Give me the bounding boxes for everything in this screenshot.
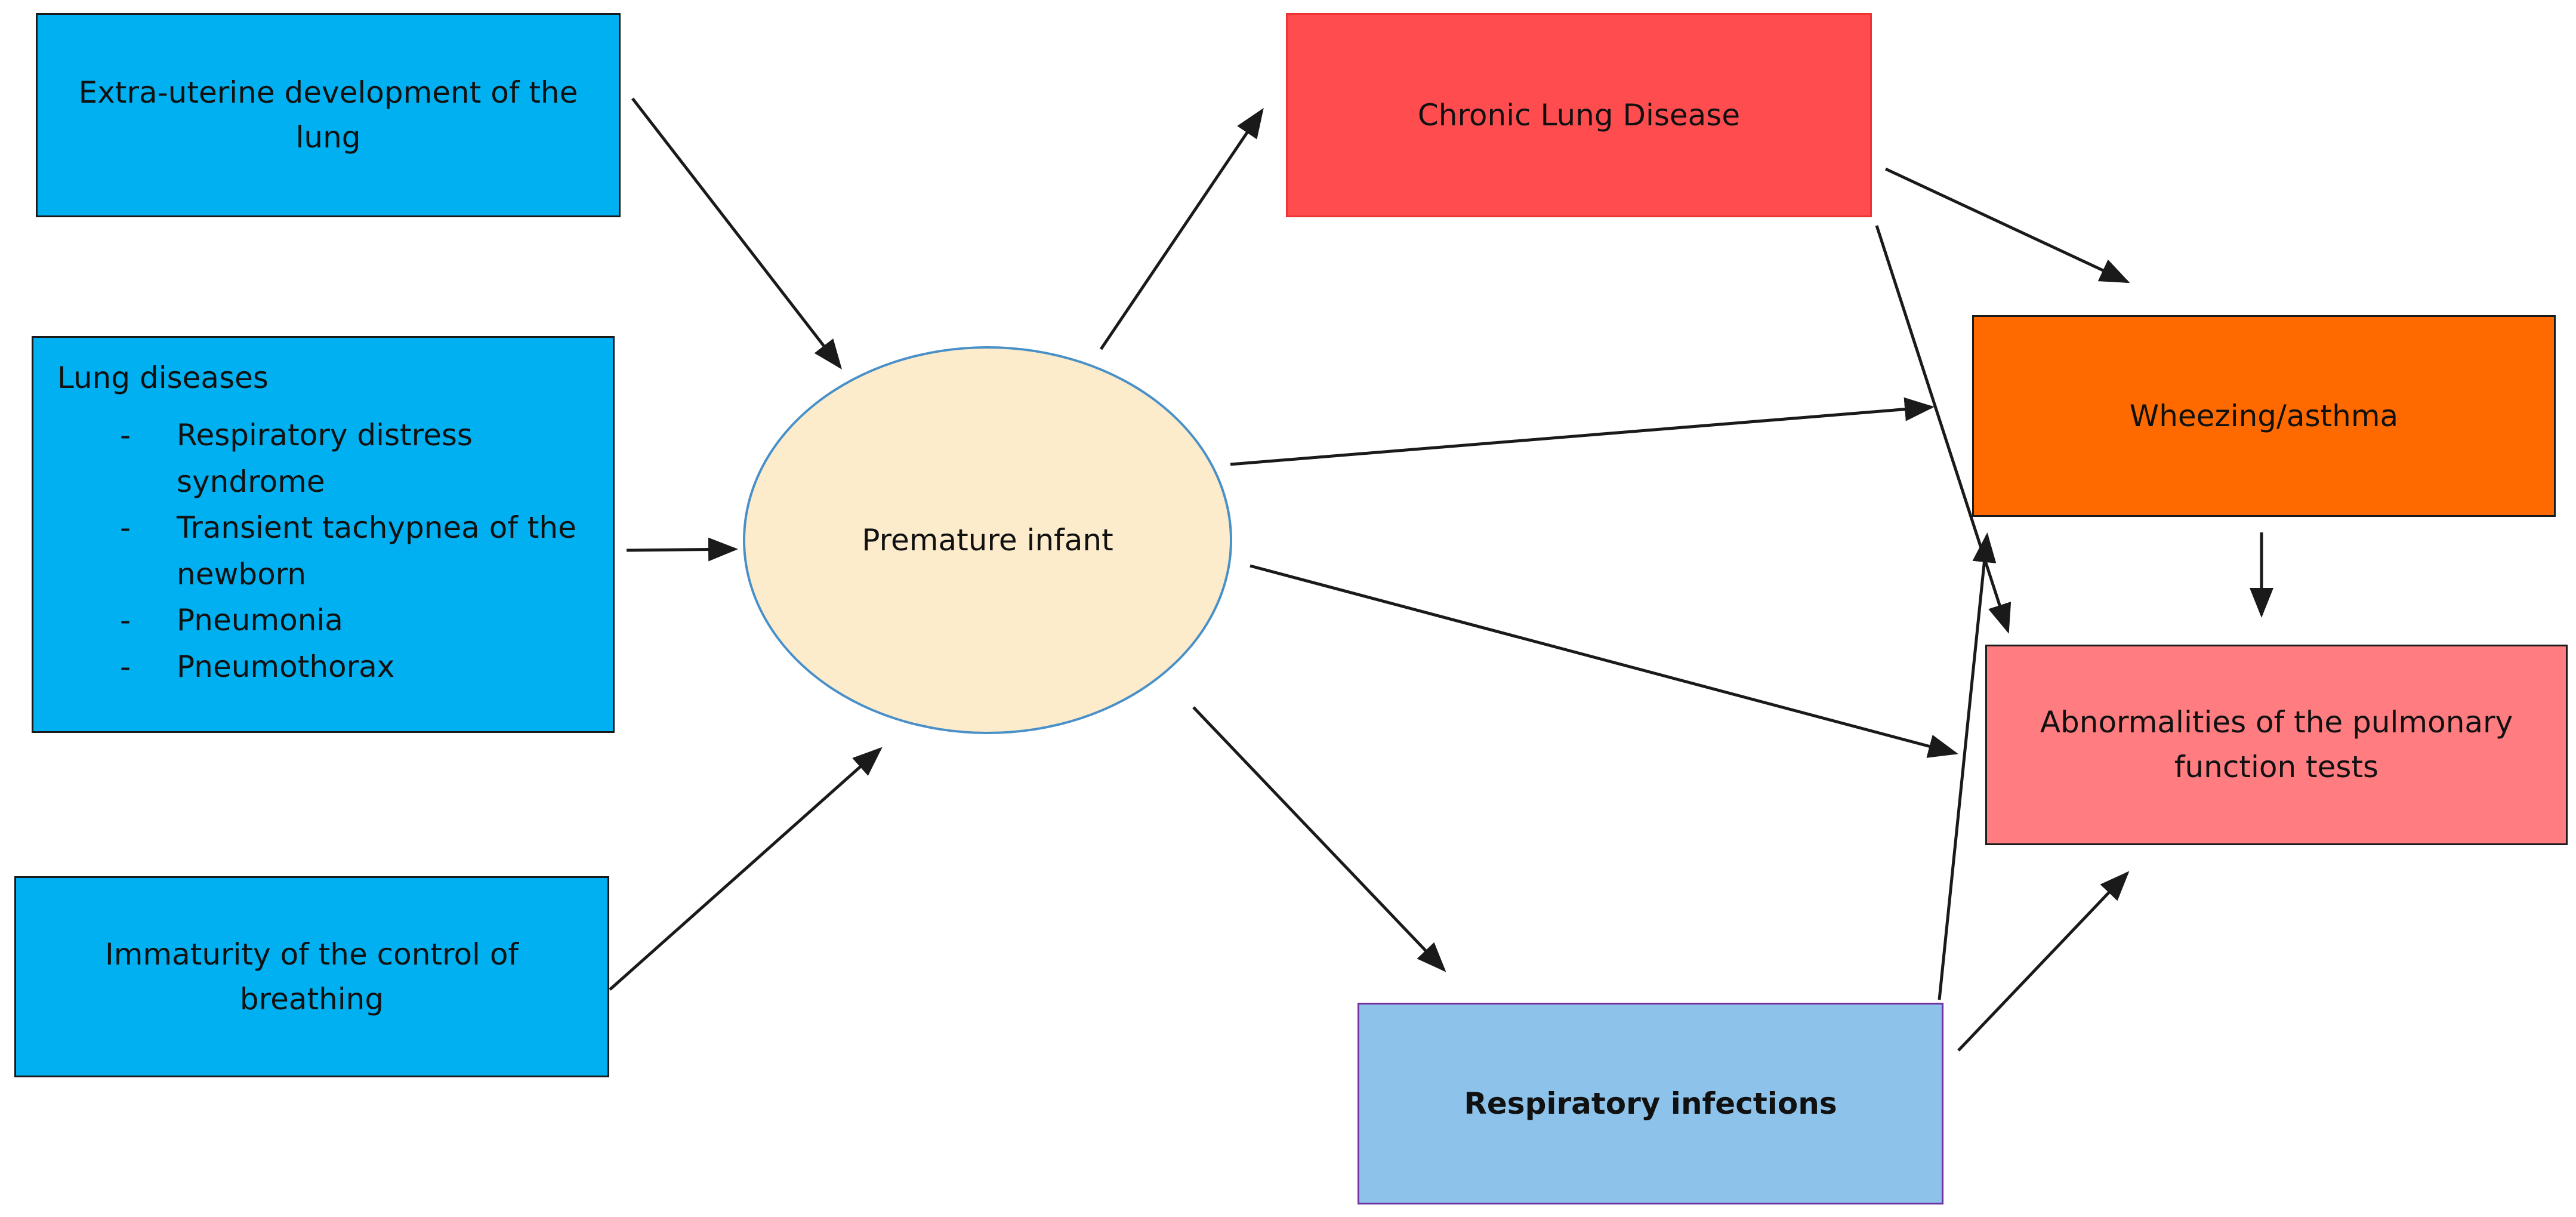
lung-disease-item: Pneumonia [57,597,589,644]
immaturity-control-breathing-box: Immaturity of the control of breathing [14,876,609,1077]
arrow-immaturity-to-premature-infant [609,747,883,991]
premature-infant-node: Premature infant [743,346,1232,734]
lung-diseases-title: Lung diseases [57,361,269,395]
arrow-chronic-lung-disease-to-wheezing [1884,167,2130,284]
lung-disease-item: Transient tachypnea of the newborn [57,505,589,597]
pulmonary-function-abnormalities-box: Abnormalities of the pulmonary function … [1985,645,2568,845]
lung-disease-item: Respiratory distress syndrome [57,412,589,505]
arrow-premature-infant-to-wheezing [1230,397,1935,466]
extra-uterine-development-label: Extra-uterine development of the lung [78,75,578,155]
arrow-respiratory-infections-to-wheezing [1938,532,1997,1000]
respiratory-infections-box: Respiratory infections [1358,1003,1943,1204]
extra-uterine-development-box: Extra-uterine development of the lung [36,13,621,217]
pulmonary-function-abnormalities-label: Abnormalities of the pulmonary function … [2040,705,2513,784]
arrow-lung-diseases-to-premature-infant [626,537,738,562]
arrow-premature-infant-to-pulmonary-abnormalities [1250,564,1958,758]
premature-infant-label: Premature infant [862,523,1113,557]
wheezing-asthma-box: Wheezing/asthma [1972,315,2556,517]
arrow-premature-infant-to-respiratory-infections [1192,706,1446,972]
lung-diseases-list: Respiratory distress syndrome Transient … [57,412,589,690]
arrow-respiratory-infections-to-pulmonary-abnormalities [1957,871,2130,1052]
chronic-lung-disease-label: Chronic Lung Disease [1417,97,1741,133]
lung-disease-item: Pneumothorax [57,644,589,691]
arrow-premature-infant-to-chronic-lung-disease [1099,107,1264,350]
arrow-chronic-lung-disease-to-pulmonary-abnormalities [1875,225,2012,634]
respiratory-infections-label: Respiratory infections [1464,1086,1837,1121]
immaturity-control-breathing-label: Immaturity of the control of breathing [104,936,519,1016]
chronic-lung-disease-box: Chronic Lung Disease [1286,13,1872,217]
arrow-extra-uterine-to-premature-infant [631,97,843,369]
wheezing-asthma-label: Wheezing/asthma [2129,398,2399,433]
lung-diseases-box: Lung diseases Respiratory distress syndr… [32,336,615,733]
